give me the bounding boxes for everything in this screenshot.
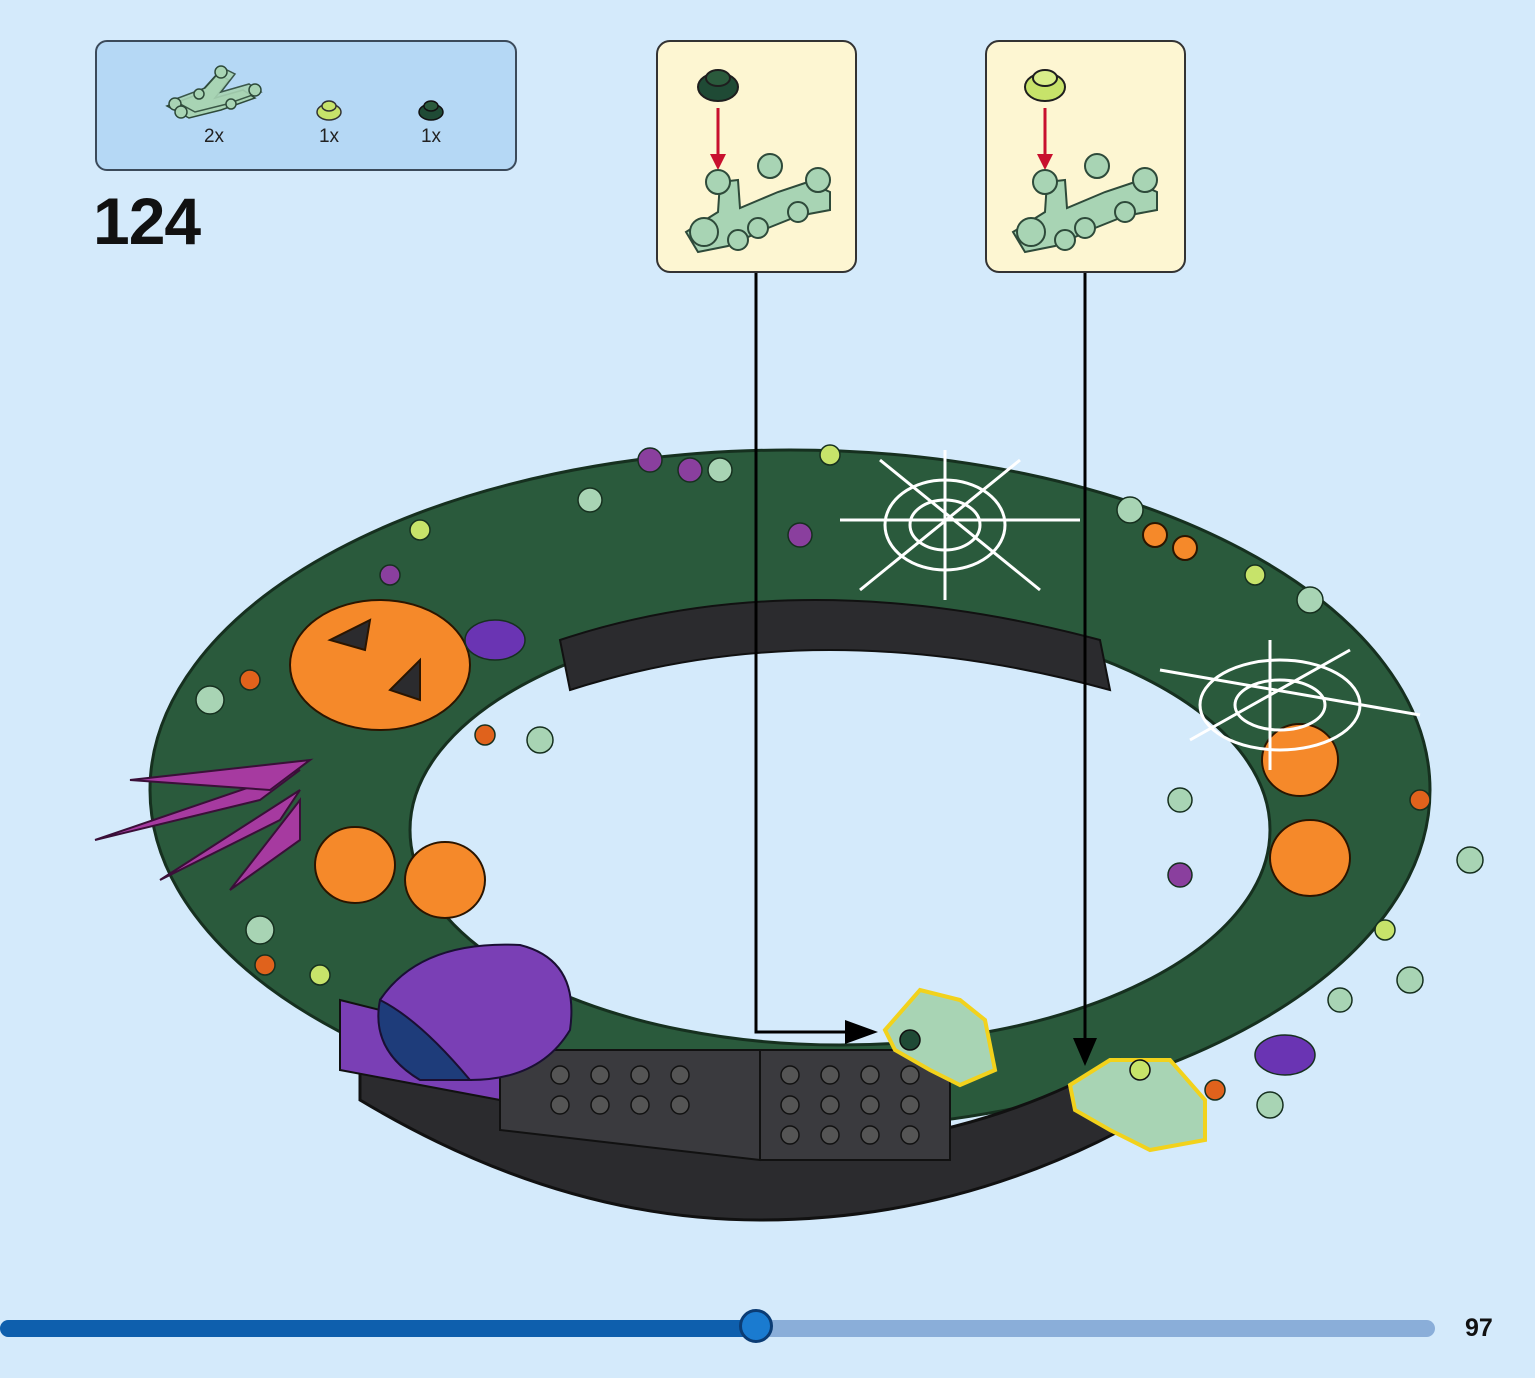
purple-fronds	[94, 758, 314, 891]
part-quantity: 1x	[420, 126, 442, 147]
part-lime-plate: 1x	[315, 96, 343, 148]
purple-capsule	[377, 943, 573, 1082]
sand-green-branch-plate-icon	[165, 65, 263, 119]
branch-assembly-icon	[684, 69, 831, 254]
part-quantity: 1x	[318, 126, 340, 147]
leader-arrowhead-2	[1073, 1038, 1097, 1066]
branch-assembly-icon	[1011, 69, 1158, 254]
parts-list-box: 2x 1x 1x	[95, 40, 517, 171]
progress-bar-fill	[0, 1320, 756, 1337]
dark-green-round-plate-icon	[418, 100, 444, 121]
lime-round-plate-icon	[316, 100, 342, 121]
spider-webs	[840, 450, 1421, 770]
progress-bar	[0, 1309, 1435, 1343]
callout-box-2	[985, 40, 1186, 273]
callout-box-1	[656, 40, 857, 273]
foliage-details	[195, 444, 1484, 1119]
callout-leader-lines	[754, 273, 1087, 1040]
black-base-plates	[339, 599, 1142, 1222]
part-branch: 2x	[159, 60, 269, 148]
leader-arrowhead-1	[845, 1020, 878, 1044]
step-number: 124	[93, 184, 201, 258]
progress-marker-icon	[739, 1309, 773, 1343]
part-dark-green-plate: 1x	[417, 96, 445, 148]
new-branch-highlight	[882, 987, 1207, 1153]
pumpkins	[289, 522, 1351, 919]
page-number: 97	[1465, 1314, 1493, 1342]
wreath-model-illustration	[94, 273, 1484, 1222]
part-quantity: 2x	[203, 126, 225, 147]
